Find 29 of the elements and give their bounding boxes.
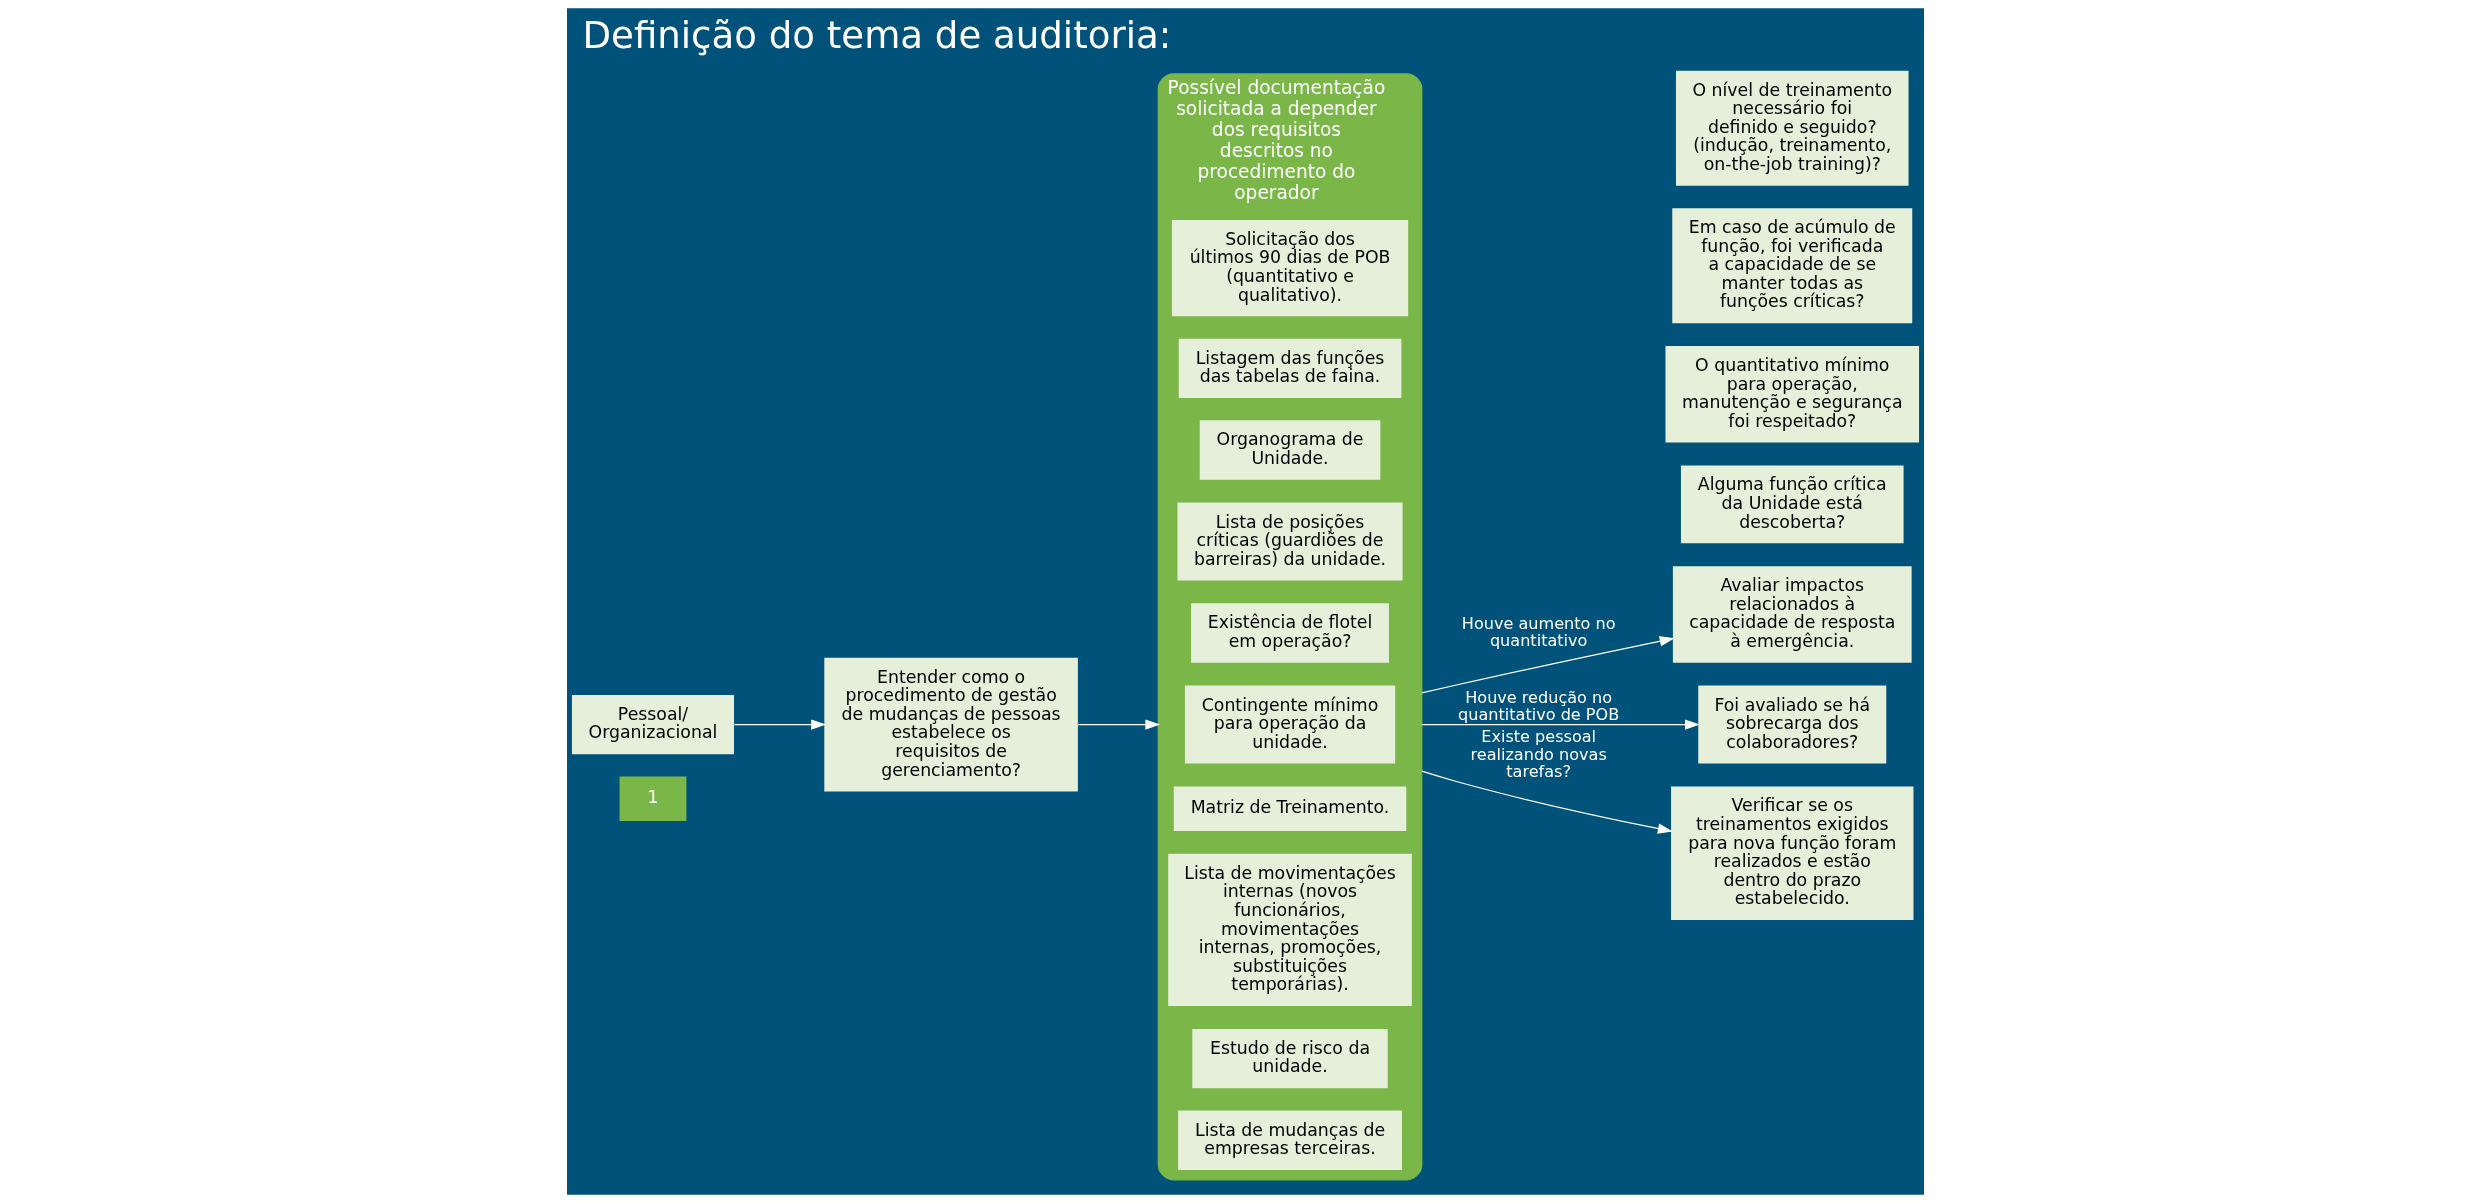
node-box: Avaliar impactos relacionados à capacidade de resposta à emergência. [1672,566,1912,663]
diagram-title: Definição do tema de auditoria: [582,13,1171,57]
node-box: Matriz de Treinamento. [1173,786,1406,831]
node-box: Existência de flotel em operação? [1190,603,1389,663]
node-box: Alguma função crítica da Unidade está descoberta? [1680,465,1904,544]
node-box: Solicitação dos últimos 90 dias de POB (quantitativo e qualitativo). [1171,219,1408,317]
node-box: 1 [619,776,686,822]
node-box: Estudo de risco da unidade. [1191,1028,1388,1089]
node-box: O nível de treinamento necessário foi definido e seguido? (indução, treinamento, on-the-job training)? [1675,70,1909,186]
node-box: Lista de movimentações internas (novos funcionários, movimentações internas, promoções, substituições temporárias). [1167,853,1412,1006]
node-box: Verificar se os treinamentos exigidos para nova função foram realizados e estão dentro do prazo estabelecido. [1670,786,1913,921]
node-box: Contingente mínimo para operação da unidade. [1184,685,1395,764]
node-box: Entender como o procedimento de gestão de mudanças de pessoas estabelece os requisitos de gerenciamento? [823,657,1078,792]
node-box: Lista de mudanças de empresas terceiras. [1177,1110,1402,1170]
edge-label: Existe pessoal realizando novas tarefas? [1470,727,1607,782]
arrow [733,719,826,730]
node-box: Organograma de Unidade. [1199,420,1380,480]
arrow [1077,719,1160,730]
arrow [1420,719,1700,730]
node-box: Em caso de acúmulo de função, foi verificada a capacidade de se manter todas as funções críticas? [1671,208,1912,324]
node-box: O quantitativo mínimo para operação, manutenção e segurança foi respeitado? [1664,346,1919,443]
edge-label: Houve redução no quantitativo de POB [1457,687,1619,725]
node-box: Lista de posições críticas (guardiões de barreiras) da unidade. [1176,502,1403,581]
node-box: Listagem das funções das tabelas de faina. [1178,338,1401,398]
node-box: Pessoal/ Organizacional [571,694,734,755]
arrow [1420,636,1675,694]
node-box: Foi avaliado se há sobrecarga dos colaboradores? [1697,685,1886,764]
edge-label: Houve aumento no quantitativo [1461,613,1616,650]
arrow [1420,770,1673,834]
